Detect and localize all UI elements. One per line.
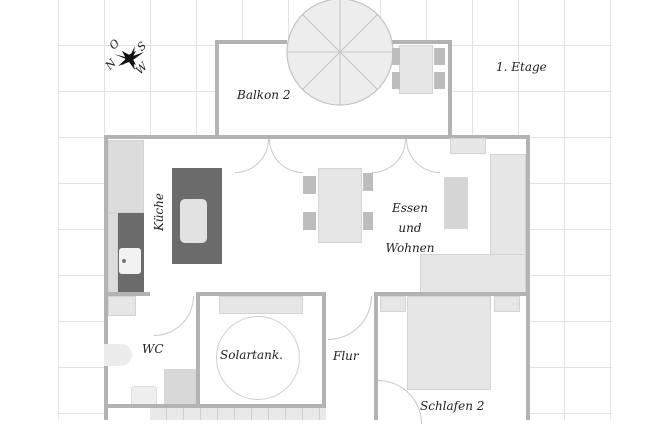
wc-shower xyxy=(164,369,196,406)
room-label-wc: WC xyxy=(142,342,164,356)
wall xyxy=(104,292,150,296)
compass-star-icon xyxy=(114,46,144,70)
compass: O S N W xyxy=(103,36,154,80)
dining-table xyxy=(318,168,362,243)
chair xyxy=(303,212,316,230)
wall xyxy=(104,135,108,420)
room-label-solartank: Solartank. xyxy=(220,348,283,362)
label-essen-line1: Essen xyxy=(392,201,428,215)
chair xyxy=(434,72,445,89)
chair xyxy=(392,72,400,89)
round-table-icon xyxy=(286,0,394,106)
wall xyxy=(390,40,452,44)
solar-shelf xyxy=(219,296,303,314)
kitchen-counter-lower xyxy=(108,213,118,293)
double-bed xyxy=(407,296,491,390)
sideboard xyxy=(450,138,486,154)
coffee-table xyxy=(444,177,468,229)
room-label-schlafen: Schlafen 2 xyxy=(420,399,485,413)
wall xyxy=(376,292,530,296)
nightstand xyxy=(494,296,520,312)
wall xyxy=(104,135,530,139)
island-cooktop xyxy=(180,199,207,243)
room-label-kueche: Küche xyxy=(151,193,166,231)
chair xyxy=(434,48,445,65)
wall xyxy=(215,40,219,137)
balcony-table xyxy=(399,45,433,94)
toilet-icon xyxy=(104,344,132,366)
wall xyxy=(215,40,287,44)
wall xyxy=(196,292,200,406)
wall xyxy=(104,404,326,408)
wall xyxy=(322,292,326,406)
sink-icon xyxy=(119,248,141,274)
wc-cabinet xyxy=(108,296,136,316)
label-essen-line2: und xyxy=(398,221,422,235)
wall xyxy=(374,292,378,420)
label-essen-line3: Wohnen xyxy=(385,241,435,255)
chair xyxy=(392,48,400,65)
chair xyxy=(303,176,316,194)
staircase[interactable] xyxy=(150,408,326,420)
chair xyxy=(363,212,373,230)
floor-label: 1. Etage xyxy=(496,60,547,74)
room-label-flur: Flur xyxy=(333,349,359,363)
wall xyxy=(196,292,326,296)
room-label-balkon: Balkon 2 xyxy=(237,88,291,102)
kitchen-counter xyxy=(108,140,144,213)
chair xyxy=(363,173,373,191)
wall xyxy=(448,40,452,137)
wall xyxy=(526,135,530,420)
nightstand xyxy=(380,296,406,312)
solar-tank-icon xyxy=(216,316,300,400)
room-label-essen: Essen und Wohnen xyxy=(380,198,440,258)
